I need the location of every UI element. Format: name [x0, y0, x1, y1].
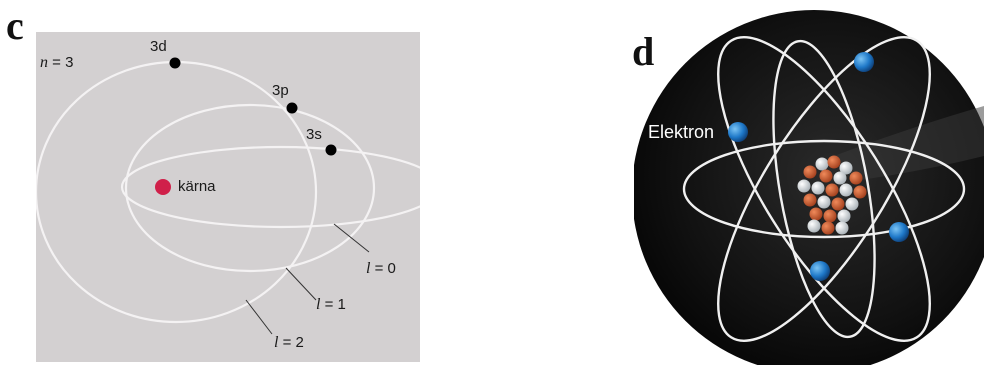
label-3d: 3d: [150, 38, 167, 55]
orbit-l2: [36, 60, 318, 324]
orbit-tilt-right: [717, 36, 931, 342]
electron-right: [889, 222, 909, 242]
panel-c-letter: c: [6, 3, 24, 48]
electron-label: Elektron: [648, 122, 715, 142]
panel-d-letter: d: [632, 29, 655, 74]
nucleus-cluster: [797, 155, 867, 235]
nebula-streak: [834, 106, 984, 181]
electron-3s: [325, 144, 337, 156]
label-3s: 3s: [306, 126, 322, 143]
electron-top: [854, 52, 874, 72]
atom-illustration: [634, 10, 984, 365]
electron-bottom: [810, 261, 830, 281]
orbit-horizontal: [682, 139, 966, 239]
leader-l1: [285, 267, 317, 301]
leader-l0: [333, 223, 370, 253]
electron-3d: [169, 57, 181, 69]
nucleus-label: kärna: [178, 178, 216, 195]
shell-label: n = 3: [40, 54, 74, 71]
orbit-tilt-left: [717, 36, 931, 342]
electron-left: [728, 122, 748, 142]
atom-illustration-panel: Elektron: [634, 6, 984, 365]
nucleus: [155, 179, 171, 195]
label-l1: l = 1: [316, 296, 346, 313]
orbit-diagram-panel: n = 3 3d 3p 3s kärna l = 0 l = 1 l = 2: [36, 32, 420, 362]
orbit-l0: [120, 145, 420, 229]
electron-3p: [286, 102, 298, 114]
orbit-diagram: [36, 57, 420, 335]
orbit-vertical: [772, 39, 876, 339]
orbit-l1: [124, 103, 376, 273]
leader-l2: [245, 299, 273, 335]
orbits: [682, 36, 966, 342]
label-l0: l = 0: [366, 260, 396, 277]
label-3p: 3p: [272, 82, 289, 99]
label-l2: l = 2: [274, 334, 304, 351]
